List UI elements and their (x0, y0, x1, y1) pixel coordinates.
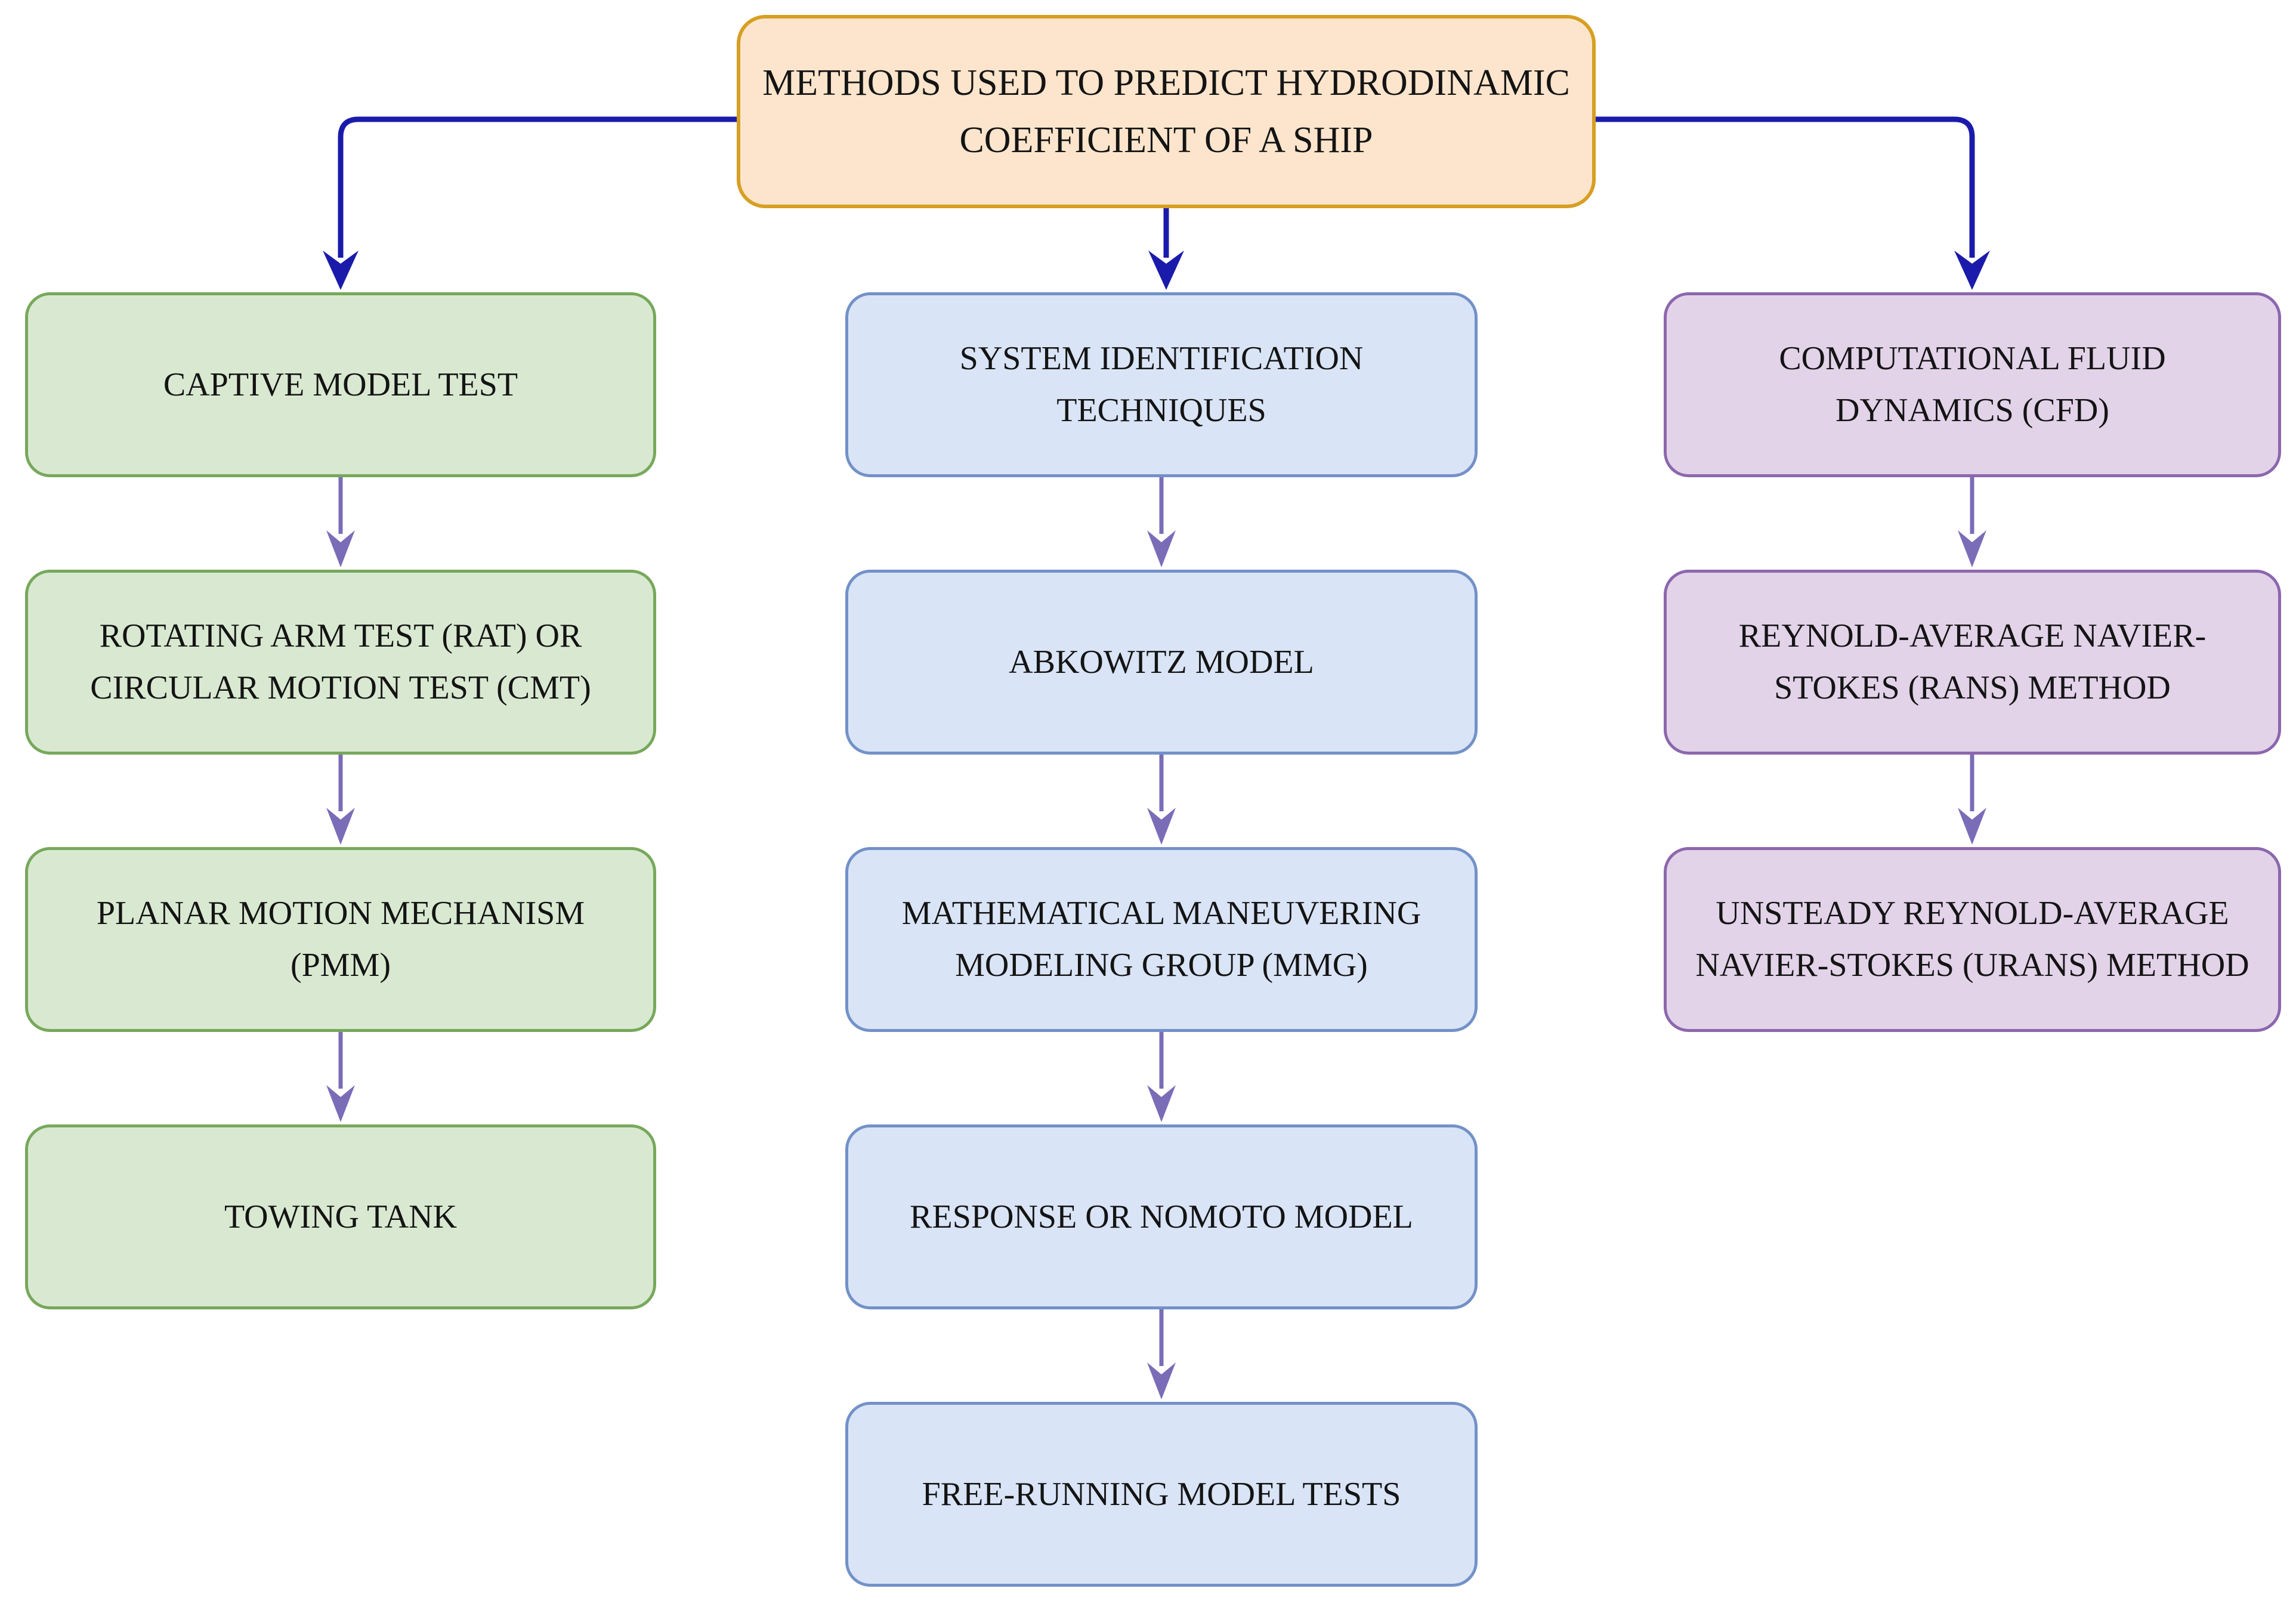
connector-cfd-to-rans (1958, 477, 1986, 567)
arrowhead-icon (1147, 1085, 1176, 1122)
connector-abkowitz-to-mmg (1147, 755, 1176, 845)
arrowhead-icon (1958, 530, 1986, 567)
connector-root-to-captive-model-test (323, 116, 737, 290)
node-mmg-model: MATHEMATICAL MANEUVERING MODELING GROUP … (845, 847, 1478, 1032)
node-towing-tank: TOWING TANK (25, 1124, 656, 1309)
connector-captive-to-rotating-arm (326, 477, 355, 567)
connector-rotating-arm-to-pmm (326, 755, 355, 845)
connector-root-to-system-identification (1148, 208, 1184, 290)
connector-response-to-free-running (1147, 1309, 1176, 1399)
arrowhead-icon (1954, 251, 1990, 290)
arrowhead-icon (1958, 808, 1986, 845)
node-rans-method: REYNOLD-AVERAGE NAVIER- STOKES (RANS) ME… (1664, 570, 2281, 755)
arrowhead-icon (1147, 1362, 1176, 1399)
connector-mmg-to-response (1147, 1032, 1176, 1122)
arrowhead-icon (326, 530, 355, 567)
arrowhead-icon (323, 251, 359, 290)
node-urans-method: UNSTEADY REYNOLD-AVERAGE NAVIER-STOKES (… (1664, 847, 2281, 1032)
node-system-identification: SYSTEM IDENTIFICATION TECHNIQUES (845, 292, 1478, 477)
connector-pmm-to-towing-tank (326, 1032, 355, 1122)
arrowhead-icon (326, 1085, 355, 1122)
node-free-running-model-tests: FREE-RUNNING MODEL TESTS (845, 1402, 1478, 1587)
node-methods-root: METHODS USED TO PREDICT HYDRODINAMIC COE… (737, 15, 1596, 208)
connector-rans-to-urans (1958, 755, 1986, 845)
connector-sysid-to-abkowitz (1147, 477, 1176, 567)
node-captive-model-test: CAPTIVE MODEL TEST (25, 292, 656, 477)
connector-root-to-cfd (1596, 116, 1990, 290)
arrowhead-icon (1148, 251, 1184, 290)
node-rotating-arm-test: ROTATING ARM TEST (RAT) OR CIRCULAR MOTI… (25, 570, 656, 755)
node-cfd: COMPUTATIONAL FLUID DYNAMICS (CFD) (1664, 292, 2281, 477)
arrowhead-icon (1147, 808, 1176, 845)
node-planar-motion-mechanism: PLANAR MOTION MECHANISM (PMM) (25, 847, 656, 1032)
arrowhead-icon (326, 808, 355, 845)
node-abkowitz-model: ABKOWITZ MODEL (845, 570, 1478, 755)
node-response-nomoto-model: RESPONSE OR NOMOTO MODEL (845, 1124, 1478, 1309)
arrowhead-icon (1147, 530, 1176, 567)
